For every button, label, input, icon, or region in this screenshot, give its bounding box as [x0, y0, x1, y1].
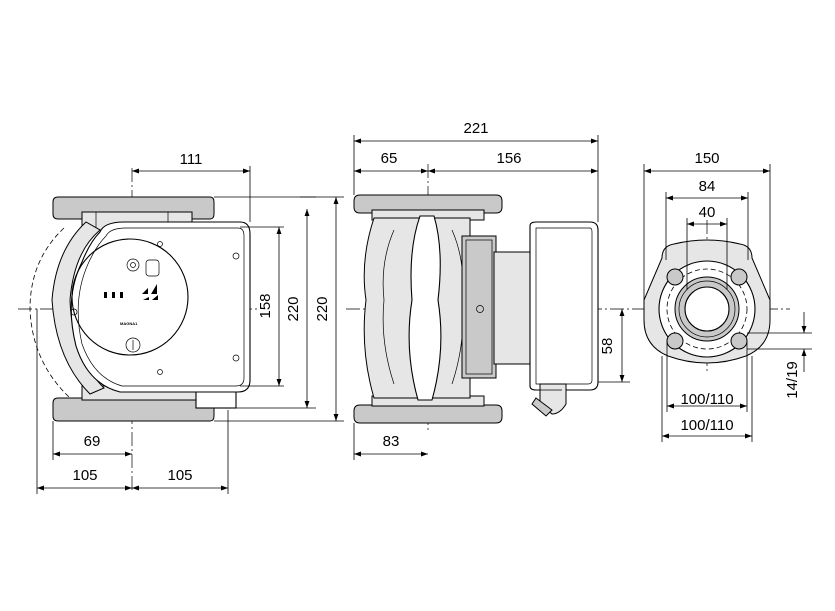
side-stator-housing [461, 235, 497, 379]
flange-bore [684, 286, 730, 332]
dim-side-motor-height: 58 [599, 338, 616, 355]
dim-flange-bolt-circle: 84 [699, 178, 716, 195]
front-screw-bottom-right [232, 354, 240, 362]
dim-front-half-right: 105 [167, 467, 192, 484]
front-speed-indicator [142, 284, 158, 300]
front-control-panel [71, 238, 189, 356]
dim-front-left-offset: 69 [84, 433, 101, 450]
flange-bolt-hole-bl [666, 332, 684, 350]
dim-flange-hole-diameter: 14/19 [784, 361, 801, 399]
dim-flange-hole-circle-2: 100/110 [680, 417, 733, 434]
dim-side-bottom-offset: 83 [383, 433, 400, 450]
side-vent-screw [476, 305, 484, 313]
front-brand-label: MAGNA1 [120, 321, 138, 326]
dim-side-flange-part: 65 [381, 150, 398, 167]
dim-flange-outer-width: 150 [694, 150, 719, 167]
front-knob-bottom [125, 337, 141, 353]
front-bottom-flange [52, 397, 215, 422]
front-display-window [145, 259, 160, 277]
flange-view: 150 84 40 100/110 100/110 14/19 [632, 150, 812, 442]
flange-bolt-hole-br [730, 332, 748, 350]
front-screw-bottom-left [157, 369, 163, 375]
front-control-box [70, 221, 251, 393]
side-control-box [529, 221, 599, 391]
front-screw-left [70, 308, 78, 316]
flange-bolt-hole-tl [666, 268, 684, 286]
side-bottom-flange [353, 404, 503, 424]
front-indicator-leds [104, 292, 123, 298]
side-motor-neck [493, 251, 535, 365]
dim-side-motor-part: 156 [496, 150, 521, 167]
dim-flange-bore: 40 [699, 204, 716, 221]
front-view: MAGNA1 111 158 220 220 69 105 105 [18, 151, 344, 494]
dim-front-top-width: 111 [180, 151, 203, 168]
front-pump-housing [51, 221, 105, 395]
front-screw-top-right [232, 252, 240, 260]
front-volute-hidden-outline [29, 227, 71, 399]
dim-front-height-outer: 220 [314, 296, 331, 321]
flange-bolt-circle [666, 268, 748, 350]
flange-bolt-hole-tr [730, 268, 748, 286]
side-view: 221 65 156 58 83 [346, 120, 630, 460]
front-screw-top-left [157, 241, 163, 247]
dim-front-height-inner: 158 [257, 293, 274, 318]
dim-flange-hole-circle-1: 100/110 [680, 391, 733, 408]
side-top-flange [353, 194, 503, 214]
dim-side-overall-length: 221 [463, 120, 488, 137]
dim-front-half-left: 105 [72, 467, 97, 484]
dim-front-height-mid: 220 [285, 296, 302, 321]
front-knob-top [126, 258, 140, 272]
